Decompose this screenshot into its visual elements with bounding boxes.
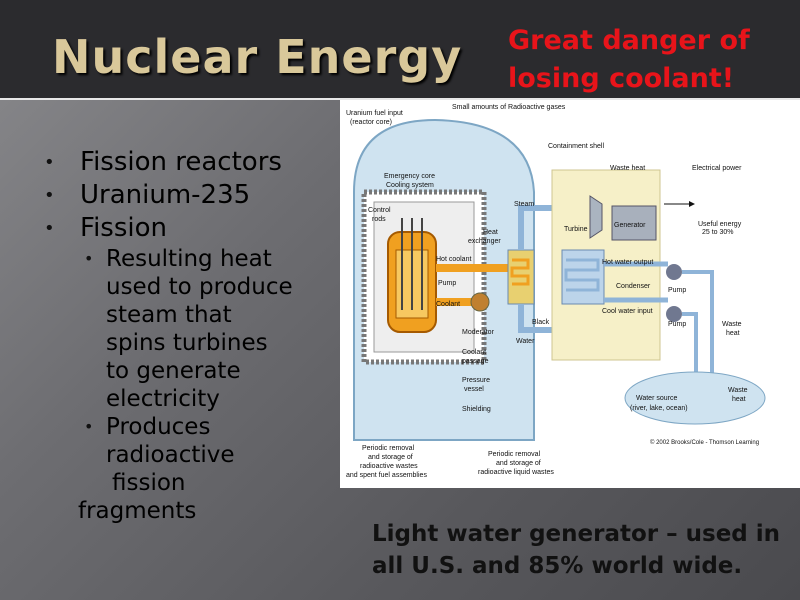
heat-exchanger-coil — [510, 258, 530, 286]
label-copyright: © 2002 Brooks/Cole - Thomson Learning — [650, 439, 759, 446]
danger-note: Great danger of losing coolant! — [508, 22, 800, 98]
label-coolant-passage-1: Coolant — [462, 349, 486, 356]
label-pump-right-2: Pump — [668, 321, 686, 328]
label-coolant-passage-2: passage — [462, 358, 489, 365]
reactor-diagram-svg: Uranium fuel input (reactor core) Small … — [340, 100, 800, 488]
label-periodic-mid-1: Periodic removal — [488, 451, 541, 458]
label-containment: Containment shell — [548, 143, 604, 150]
caption-line-1: Light water generator – used in — [372, 521, 781, 547]
pump-left-icon — [470, 292, 490, 312]
label-heat-2: exchanger — [468, 238, 501, 245]
sub-bullet-heat-line: Resulting heat — [106, 246, 272, 272]
danger-line-1: Great danger of — [508, 25, 750, 56]
label-waste-heat-right-2: heat — [726, 330, 740, 337]
label-uranium-fuel: Uranium fuel input — [346, 110, 403, 117]
caption: Light water generator – used in all U.S.… — [372, 518, 800, 582]
condenser-coil — [564, 258, 600, 292]
label-control-1: Control — [368, 207, 391, 214]
label-pressure-2: vessel — [464, 386, 484, 393]
danger-line-2: losing coolant! — [508, 63, 735, 94]
label-useful-energy-1: Useful energy — [698, 221, 742, 228]
bullet-list: Fission reactors Uranium-235 Fission Res… — [44, 146, 334, 525]
sub-bullet-heat-line: electricity — [106, 386, 220, 412]
label-black: Black — [532, 319, 550, 326]
generator-icon — [611, 205, 657, 241]
label-periodic-left-4: and spent fuel assemblies — [346, 472, 427, 479]
label-pump-right-1: Pump — [668, 287, 686, 294]
label-pressure-1: Pressure — [462, 377, 490, 384]
label-hot-coolant: Hot coolant — [436, 256, 471, 263]
label-periodic-left-3: radioactive wastes — [360, 463, 418, 470]
label-hot-water-output: Hot water output — [602, 259, 653, 266]
sub-bullet-radioactive: Produces radioactive fission — [44, 413, 334, 497]
outflow-pipe — [682, 270, 714, 390]
label-shielding: Shielding — [462, 406, 491, 413]
label-small-amounts: Small amounts of Radioactive gases — [452, 104, 566, 111]
label-water: Water — [516, 338, 535, 345]
label-steam: Steam — [514, 201, 534, 208]
sub-bullet-heat-line: steam that — [106, 302, 232, 328]
label-waste-heat-right-1: Waste — [722, 321, 742, 328]
label-emergency-2: Cooling system — [386, 182, 434, 189]
label-electrical-power: Electrical power — [692, 165, 742, 172]
coolant-pipe — [436, 298, 476, 306]
sub-bullet-radioactive-line: radioactive — [106, 442, 235, 468]
condenser-icon — [561, 249, 605, 305]
reactor-diagram: Uranium fuel input (reactor core) Small … — [340, 100, 800, 488]
label-moderator: Moderator — [462, 329, 495, 336]
label-condenser: Condenser — [616, 283, 651, 290]
sub-bullet-heat-line: used to produce — [106, 274, 293, 300]
label-reactor-core: (reactor core) — [350, 119, 392, 126]
inflow-pipe — [682, 312, 698, 390]
label-turbine: Turbine — [564, 226, 588, 233]
turbine-icon — [589, 195, 603, 239]
sub-bullet-heat-line: to generate — [106, 358, 241, 384]
pump-right-icon — [666, 306, 682, 322]
bullet-fission: Fission — [44, 212, 334, 245]
label-water-source-1: Water source — [636, 395, 677, 402]
sub-bullet-heat: Resulting heat used to produce steam tha… — [44, 245, 334, 413]
label-cool-water-input: Cool water input — [602, 308, 653, 315]
label-waste-heat-lake-1: Waste — [728, 387, 748, 394]
sub-bullet-radioactive-line: Produces — [106, 414, 211, 440]
sub-bullet-radioactive-line: fission — [112, 470, 186, 496]
label-control-2: rods — [372, 216, 386, 223]
bullet-uranium: Uranium-235 — [44, 179, 334, 212]
label-emergency-1: Emergency core — [384, 173, 435, 180]
label-generator: Generator — [614, 222, 646, 229]
water-return-pipe — [518, 304, 558, 333]
slide-title: Nuclear Energy — [52, 30, 463, 84]
label-waste-heat-top: Waste heat — [610, 165, 645, 172]
water-source-lake — [624, 371, 766, 425]
label-periodic-left-1: Periodic removal — [362, 445, 415, 452]
sub-bullet-heat-line: spins turbines — [106, 330, 268, 356]
sub-bullet-tail: fragments — [78, 498, 197, 524]
bullet-fission-reactors: Fission reactors — [44, 146, 334, 179]
label-heat-1: Heat — [483, 229, 498, 236]
header-divider — [0, 98, 800, 100]
label-periodic-mid-3: radioactive liquid wastes — [478, 469, 554, 476]
hot-coolant-pipe — [436, 264, 514, 272]
header-band — [0, 0, 800, 98]
label-waste-heat-lake-2: heat — [732, 396, 746, 403]
label-useful-energy-2: 25 to 30% — [702, 229, 734, 236]
label-coolant: Coolant — [436, 301, 460, 308]
label-pump-left: Pump — [438, 280, 456, 287]
label-periodic-mid-2: and storage of — [496, 460, 541, 467]
label-periodic-left-2: and storage of — [368, 454, 413, 461]
label-water-source-2: (river, lake, ocean) — [630, 405, 688, 412]
caption-line-2: all U.S. and 85% world wide. — [372, 553, 743, 579]
pump-right-icon — [666, 264, 682, 280]
